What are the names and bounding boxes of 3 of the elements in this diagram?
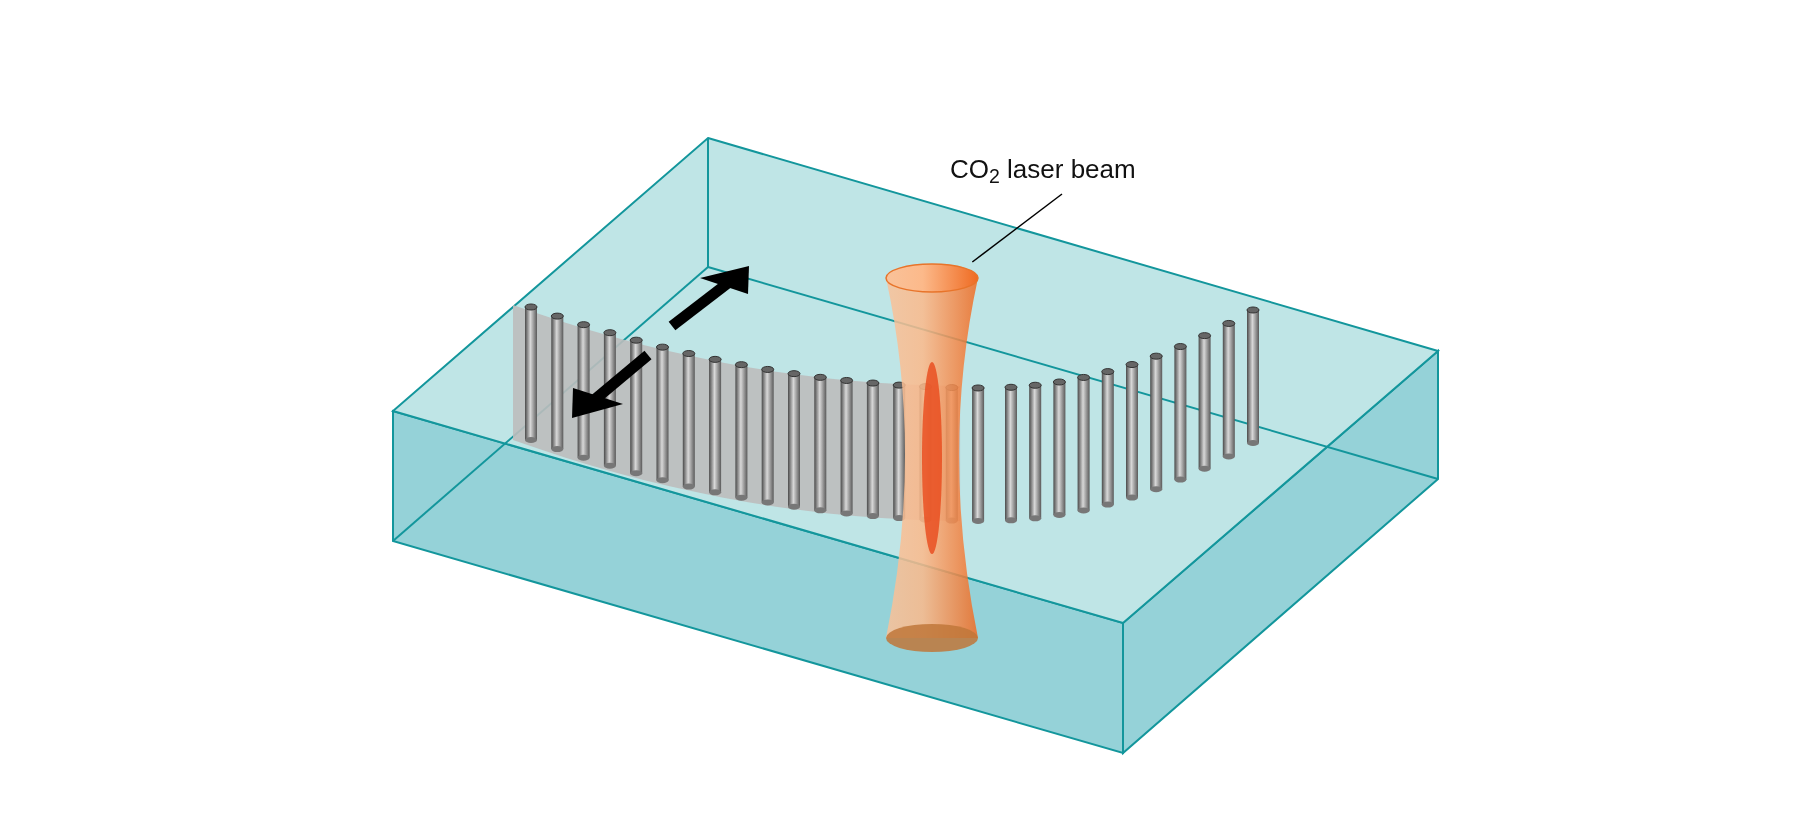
leader-line: [971, 193, 1063, 263]
laser-beam-drawing: [884, 262, 980, 654]
callout-label: CO$_{2}$ laser beam: [950, 150, 1136, 189]
